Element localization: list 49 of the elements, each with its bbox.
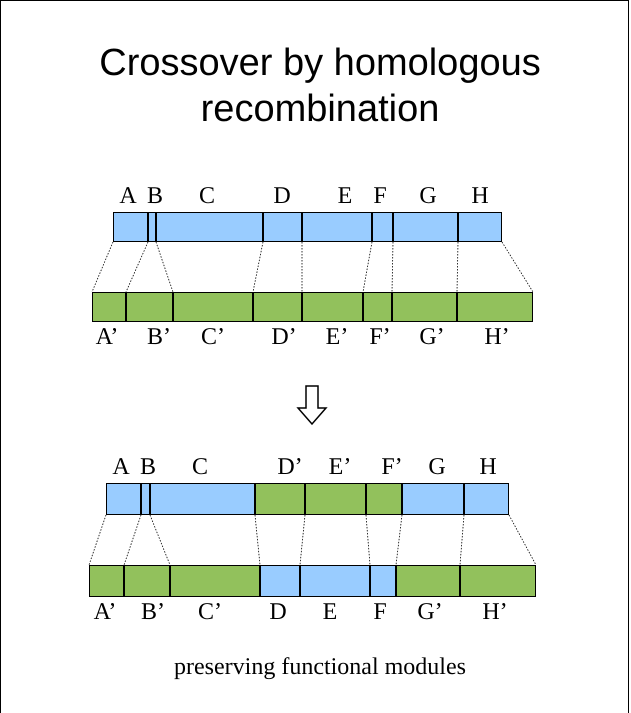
segment-label: H [479,454,497,480]
segment-label: B [147,183,163,209]
correspondence-line [392,242,394,292]
correspondence-line [362,242,372,292]
segment-label: D’ [277,454,303,480]
title: Crossover by homologous recombination [98,41,542,132]
segment-label: A [119,183,137,209]
segment-label: H [471,183,489,209]
correspondence-line [124,514,142,566]
segment-label: A’ [96,324,118,350]
segment-label: G’ [419,324,445,350]
segment-label: A’ [94,599,116,625]
correspondence-line [366,514,370,566]
correspondence-line [126,242,148,292]
segment-label: B [140,454,156,480]
segment-label: F’ [381,454,403,480]
correspondence-line [396,514,402,566]
segment-label: D [269,599,287,625]
segment-label: C’ [198,599,222,625]
segment-label: H’ [482,599,508,625]
segment-label: E [338,183,352,209]
segment-label: G’ [417,599,443,625]
segment-label: E’ [328,454,352,480]
segment-label: H’ [484,324,510,350]
caption: preserving functional modules [173,654,467,681]
segment-label: B’ [147,324,171,350]
correspondence-line [150,514,170,566]
correspondence-line [300,514,306,566]
segment-label: F [373,599,387,625]
segment-label: F’ [369,324,391,350]
segment-label: C [199,183,215,209]
segment-label: D’ [271,324,297,350]
correspondence-line [156,242,174,292]
segment-label: G [428,454,446,480]
segment-label: A [112,454,130,480]
segment-label: C’ [201,324,225,350]
correspondence-line [252,242,264,292]
correspondence-line [88,514,106,566]
correspondence-line [456,242,534,292]
segment-label: C [192,454,208,480]
segment-label: D [273,183,291,209]
segment-label: E [322,599,338,625]
segment-label: F [373,183,387,209]
correspondence-line [254,514,260,566]
correspondence-line [92,242,114,292]
segment-label: G [419,183,437,209]
correspondence-line [460,514,536,566]
segment-label: E’ [326,324,348,350]
segment-label: B’ [141,599,165,625]
